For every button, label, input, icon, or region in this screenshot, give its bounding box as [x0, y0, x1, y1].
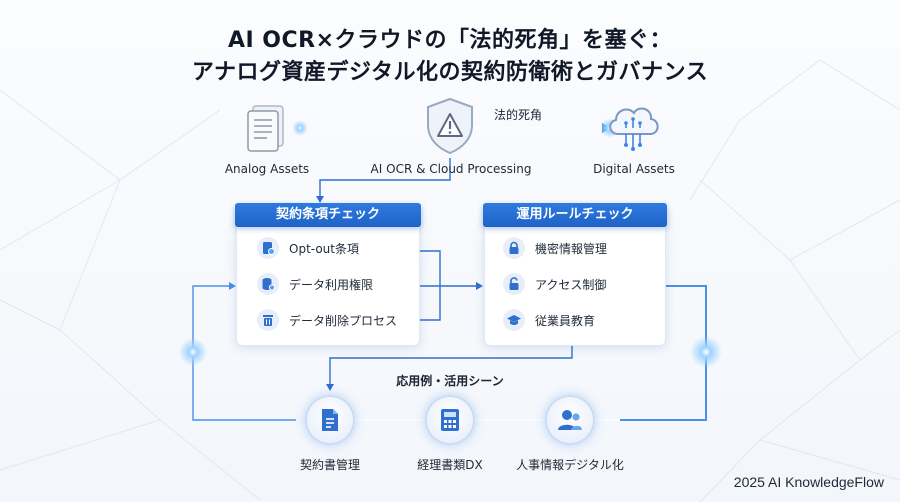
- document-icon: [245, 104, 289, 158]
- calculator-icon: [441, 409, 459, 431]
- contract-check-card: 契約条項チェック Opt-out条項 データ利用権限 データ削除プロセス: [235, 203, 421, 346]
- use-case-accounting-circle: [425, 395, 475, 445]
- list-item: 従業員教育: [503, 309, 595, 331]
- lock-icon: [503, 237, 525, 259]
- people-icon: [558, 410, 582, 430]
- ops-item-label: 従業員教育: [535, 313, 596, 328]
- processing-label: AI OCR & Cloud Processing: [370, 162, 532, 176]
- use-case-label: 経理書類DX: [417, 458, 483, 472]
- document-icon: [322, 409, 338, 431]
- use-case-label: 契約書管理: [299, 458, 361, 472]
- use-case-hr-circle: [545, 395, 595, 445]
- digital-assets-label: Digital Assets: [593, 162, 675, 176]
- warning-shield-icon: [423, 96, 477, 160]
- trash-icon: [257, 309, 279, 331]
- use-case-label: 人事情報デジタル化: [516, 458, 624, 472]
- legal-blind-spot-label: 法的死角: [493, 108, 543, 122]
- page-subtitle: アナログ資産デジタル化の契約防衛術とガバナンス: [191, 60, 709, 85]
- unlock-icon: [503, 273, 525, 295]
- footer-credit: 2025 AI KnowledgeFlow: [733, 474, 884, 490]
- list-item: 機密情報管理: [503, 237, 607, 259]
- cloud-circuit-icon: [604, 100, 662, 156]
- list-item: データ削除プロセス: [257, 309, 397, 331]
- use-case-contract-circle: [305, 395, 355, 445]
- list-item: アクセス制御: [503, 273, 606, 295]
- ops-check-header: 運用ルールチェック: [483, 203, 667, 227]
- list-item: Opt-out条項: [257, 237, 359, 259]
- list-item: データ利用権限: [257, 273, 373, 295]
- page-title: AI OCR×クラウドの「法的死角」を塞ぐ：: [227, 28, 673, 53]
- database-check-icon: [257, 273, 279, 295]
- ops-item-label: アクセス制御: [535, 277, 607, 292]
- contract-item-label: Opt-out条項: [289, 241, 359, 256]
- doc-check-icon: [257, 237, 279, 259]
- ops-check-card: 運用ルールチェック 機密情報管理 アクセス制御 従業員教育: [483, 203, 667, 346]
- contract-item-label: データ利用権限: [289, 277, 374, 292]
- ops-item-label: 機密情報管理: [535, 241, 608, 256]
- contract-check-header: 契約条項チェック: [235, 203, 421, 227]
- analog-assets-label: Analog Assets: [224, 162, 310, 176]
- graduation-cap-icon: [503, 309, 525, 331]
- contract-item-label: データ削除プロセス: [289, 313, 398, 328]
- use-cases-label: 応用例・活用シーン: [396, 374, 504, 388]
